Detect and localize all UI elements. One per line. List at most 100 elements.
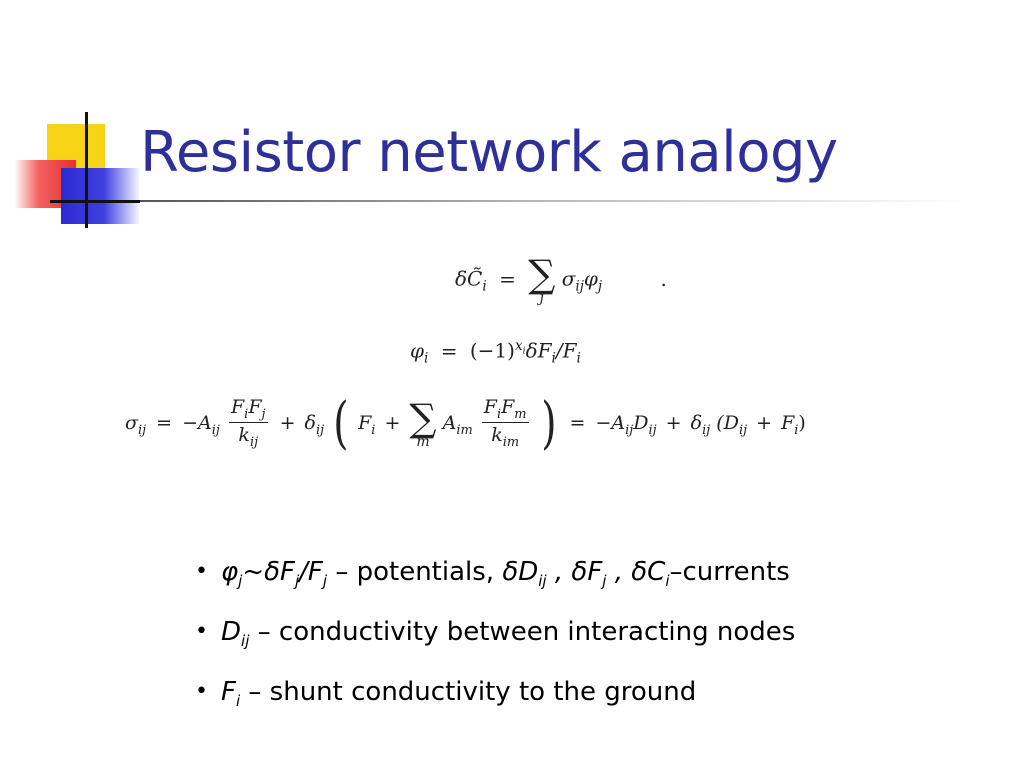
eq1-sum: ∑j	[528, 252, 556, 306]
bullet2-text: – conductivity between interacting nodes	[249, 617, 796, 647]
eq3-inner-a-sub: im	[456, 422, 473, 438]
eq3-frac2-den: k	[491, 424, 503, 447]
eq3-inner-f: F	[358, 412, 372, 434]
bullet1-text-currents: –currents	[669, 557, 790, 587]
eq2-lhs: φ	[410, 338, 425, 363]
eq3-term1-sub: ij	[211, 422, 220, 438]
bullet1-df-sub: j	[295, 572, 300, 591]
eq2-div-sub: i	[576, 350, 581, 367]
eq1-lhs-sub: i	[482, 278, 487, 295]
eq3-lhs: σ	[125, 412, 138, 434]
eq3-left-paren: (	[333, 391, 349, 456]
eq1-trailing-dot: .	[660, 266, 667, 291]
bullet1-comma-1: ,	[546, 557, 572, 587]
bullet2-d: D	[221, 617, 242, 647]
eq3-paren-plus: +	[756, 412, 773, 434]
corner-logo-graphic	[0, 0, 150, 240]
bullet3-f-sub: i	[235, 692, 241, 711]
eq3-equals: =	[156, 412, 173, 434]
eq3-plus-2: +	[665, 412, 682, 434]
eq1-phi-sub: j	[597, 278, 603, 295]
bullet1-slash-f: /F	[299, 557, 323, 587]
eq3-frac2-num-mid: F	[501, 396, 515, 419]
logo-vertical-line	[85, 112, 88, 228]
eq3-paren-close: )	[798, 412, 806, 434]
eq3-sum: ∑m	[409, 396, 437, 450]
bullet1-phi-sub: j	[238, 572, 243, 591]
eq3-frac2-num: F	[483, 396, 497, 419]
eq1-equals: =	[499, 266, 516, 291]
equation-2: φi = (−1)xiδFi/Fi	[410, 338, 581, 367]
equation-3: σij = −Aij FiFj kij + δij ( Fi + ∑m Aim …	[125, 396, 806, 452]
logo-horizontal-line	[50, 200, 140, 203]
title-underline-rule	[140, 200, 970, 202]
eq1-lhs: δC̃	[455, 266, 483, 291]
bullet1-dc: δC	[631, 557, 666, 587]
eq3-frac2-den-sub: im	[502, 435, 520, 451]
eq3-sum-index: m	[416, 434, 430, 450]
eq3-term3-sub: ij	[625, 422, 634, 438]
list-item: φj~δFj/Fj – potentials, δDij , δFj , δCi…	[195, 548, 795, 608]
slide-title: Resistor network analogy	[140, 120, 838, 185]
equation-1: δC̃i = ∑j σijφj .	[455, 255, 667, 305]
eq1-sum-index: j	[539, 290, 544, 306]
bullet1-df: δF	[264, 557, 295, 587]
bullet3-f: F	[221, 677, 236, 707]
bullet1-df2: δF	[571, 557, 603, 587]
bullet1-dd: δD	[502, 557, 539, 587]
eq2-rest: δF	[525, 338, 552, 363]
bullet3-text: – shunt conductivity to the ground	[240, 677, 697, 707]
eq1-phi: φ	[583, 266, 598, 291]
bullet1-slash-f-sub: j	[322, 572, 328, 591]
eq3-frac1-num-sub1: i	[244, 406, 249, 422]
eq3-term3-d: D	[633, 412, 649, 434]
eq3-term1: −A	[182, 412, 212, 434]
eq2-equals: =	[440, 338, 458, 363]
eq2-rest-sub: i	[551, 350, 556, 367]
eq3-fraction-1: FiFj kij	[228, 396, 268, 452]
eq3-equals-2: =	[569, 412, 586, 434]
eq1-sigma: σ	[561, 266, 576, 291]
eq2-div: /F	[555, 338, 577, 363]
eq3-frac2-num-sub2: m	[514, 406, 527, 422]
eq2-exp-sub: i	[522, 345, 526, 357]
bullet1-df2-sub: j	[602, 572, 607, 591]
bullet2-d-sub: ij	[241, 632, 250, 651]
bullet1-text-potentials: – potentials,	[327, 557, 503, 587]
eq3-frac1-num-sub2: j	[261, 406, 266, 422]
bullet1-tilde: ~	[242, 557, 265, 587]
list-item: Dij – conductivity between interacting n…	[195, 608, 795, 668]
eq3-paren-d-sub: ij	[738, 422, 748, 438]
eq2-base: (−1)	[469, 338, 515, 363]
eq3-right-paren: )	[540, 391, 557, 456]
eq3-lhs-sub: ij	[137, 422, 147, 438]
eq3-frac1-num-mid: F	[248, 396, 262, 419]
eq3-frac1-den: k	[238, 424, 250, 447]
eq2-lhs-sub: i	[424, 350, 429, 367]
definitions-list: φj~δFj/Fj – potentials, δDij , δFj , δCi…	[195, 548, 795, 728]
eq1-sigma-sub: ij	[575, 278, 584, 295]
eq3-delta-sub: ij	[315, 422, 325, 438]
bullet1-dd-sub: ij	[538, 572, 547, 591]
eq3-term3-d-sub: ij	[648, 422, 657, 438]
eq3-frac1-den-sub: ij	[249, 435, 259, 451]
eq3-delta-2: δ	[690, 412, 703, 434]
list-item: Fi – shunt conductivity to the ground	[195, 668, 795, 728]
eq3-paren-d: (D	[716, 412, 739, 434]
eq3-fraction-2: FiFm kim	[481, 396, 529, 452]
eq3-inner-a: A	[442, 412, 457, 434]
eq3-inner-f-sub: i	[371, 422, 376, 438]
eq3-frac1-num: F	[230, 396, 245, 419]
bullet1-dc-sub: i	[665, 572, 670, 591]
eq3-paren-f: F	[781, 412, 795, 434]
eq3-delta: δ	[304, 412, 316, 434]
eq3-term3: −A	[595, 412, 626, 434]
logo-blue-square	[61, 168, 139, 224]
eq3-delta-2-sub: ij	[702, 422, 711, 438]
bullet1-comma-2: ,	[606, 557, 632, 587]
eq3-inner-plus: +	[384, 412, 401, 434]
eq3-plus: +	[279, 412, 296, 434]
eq3-paren-f-sub: i	[794, 422, 799, 438]
eq2-exp: x	[514, 338, 523, 354]
bullet1-phi: φ	[221, 557, 239, 587]
